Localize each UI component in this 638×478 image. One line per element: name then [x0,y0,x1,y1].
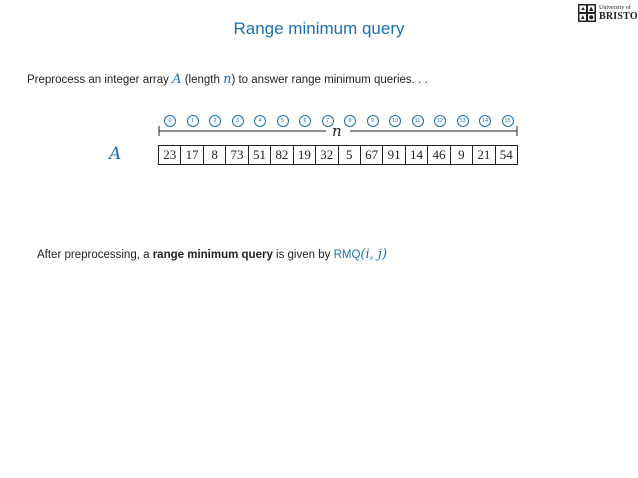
after-bold: range minimum query [152,249,273,261]
array-cell: 8 [202,146,225,164]
index-badge: 15 [501,115,514,127]
index-badge: 5 [276,115,289,127]
array-cell: 67 [359,146,382,164]
index-badge: 2 [209,115,221,127]
index-badge: 6 [299,115,311,127]
index-badge: 12 [434,115,446,127]
slide-title: Range minimum query [233,19,405,38]
array-cell: 82 [270,146,292,164]
array-cell: 51 [247,146,270,164]
logo-text-university: University of [599,5,631,11]
length-label: n [332,122,342,140]
after-part1: After preprocessing, a [37,249,153,261]
index-row: 0 1 2 3 4 5 6 7 8 9 10 11 12 13 14 15 [158,115,518,127]
index-badge: 7 [321,115,334,127]
array-label: A [109,144,122,164]
array-cell: 54 [494,146,517,164]
index-badge: 0 [164,115,176,127]
array-cell: 21 [472,146,494,164]
var-n: n [223,72,232,87]
array-cells: 23 17 8 73 51 82 19 32 5 67 91 14 46 9 2… [158,145,518,165]
index-badge: 13 [456,115,469,127]
array-cell: 19 [292,146,315,164]
index-badge: 14 [479,115,491,127]
intro-part1: Preprocess an integer array [27,74,173,86]
intro-part3: ) to answer range minimum queries. . . [231,74,428,86]
array-cell: 14 [404,146,427,164]
intro-text: Preprocess an integer array A (length n)… [27,72,428,87]
array-cell: 46 [427,146,449,164]
index-badge: 11 [411,115,424,127]
query-definition-text: After preprocessing, a range minimum que… [37,247,387,262]
index-badge: 4 [254,115,266,127]
array-cell: 5 [337,146,360,164]
university-logo: University of BRISTOL [578,4,638,22]
index-badge: 3 [231,115,244,127]
intro-part2: (length [181,74,224,86]
array-cell: 9 [449,146,472,164]
index-badge: 8 [344,115,356,127]
array-cell: 73 [225,146,247,164]
array-cell: 32 [315,146,337,164]
crest-icon [578,4,596,22]
index-badge: 9 [366,115,379,127]
rmq-args: (i, j) [360,247,388,262]
index-badge: 10 [389,115,401,127]
array-cell: 91 [382,146,404,164]
after-part2: is given by [272,249,334,261]
rmq-label: RMQ [333,249,361,261]
logo-text-bristol: BRISTOL [599,11,638,22]
array-cell: 23 [163,147,177,162]
array-cell: 17 [180,146,202,164]
length-brace [158,126,518,136]
index-badge: 1 [186,115,199,127]
var-a: A [172,72,182,87]
